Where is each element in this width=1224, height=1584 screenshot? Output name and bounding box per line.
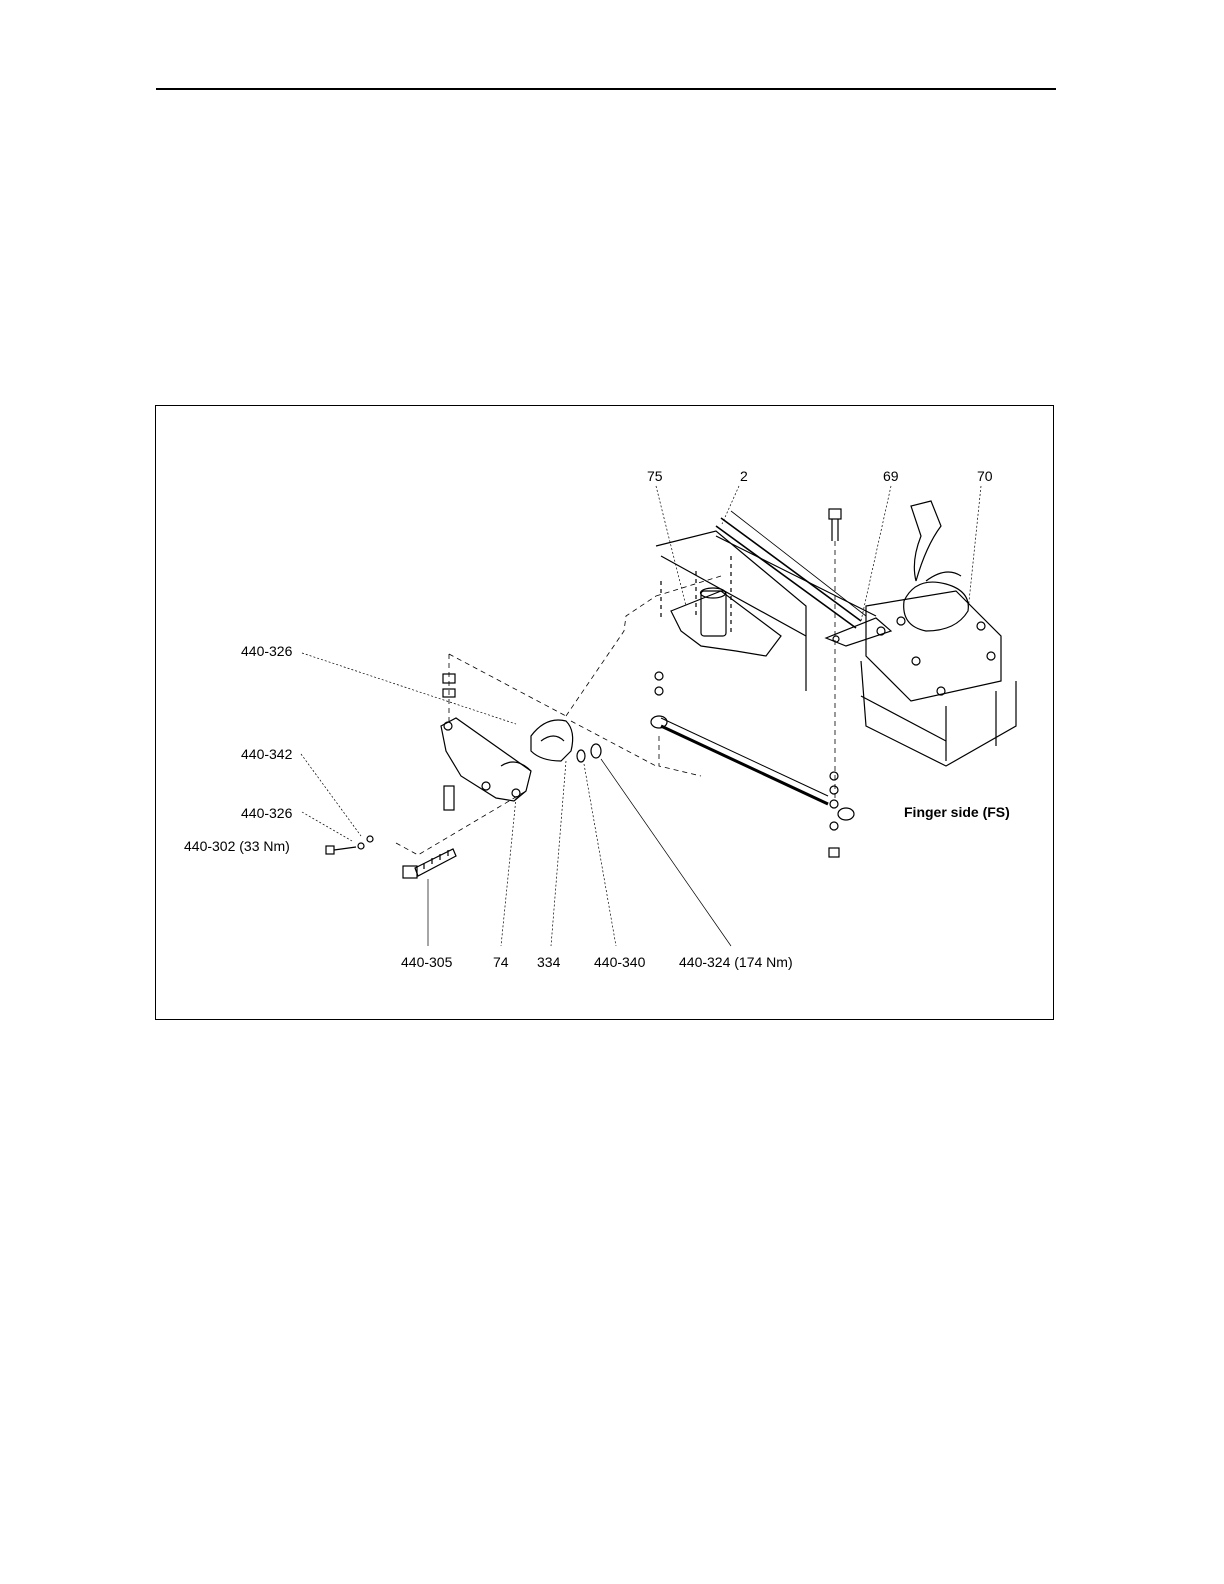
callout-75: 75 [647,468,663,484]
callout-440-326-mid: 440-326 [241,805,292,821]
header-rule [156,88,1056,90]
bolt-69 [829,509,841,801]
clamp-334 [531,720,601,762]
callout-69: 69 [883,468,899,484]
drawbar [651,672,854,857]
bolt-440-305 [326,836,456,878]
rod-2 [716,511,866,628]
assembly-lines [396,576,721,855]
callout-334: 334 [537,954,560,970]
lever-74 [441,654,531,810]
gearbox-70 [826,501,1016,766]
callout-440-305: 440-305 [401,954,452,970]
plate-75 [671,588,781,656]
callout-74: 74 [493,954,509,970]
callout-70: 70 [977,468,993,484]
callout-440-326-top: 440-326 [241,643,292,659]
assembly-drawing [156,406,1055,1021]
callout-440-342: 440-342 [241,746,292,762]
callout-2: 2 [740,468,748,484]
callout-440-340: 440-340 [594,954,645,970]
callout-440-324: 440-324 (174 Nm) [679,954,793,970]
callout-440-302: 440-302 (33 Nm) [184,838,290,854]
exploded-view-figure: 75 2 69 70 440-326 440-342 440-326 440-3… [155,405,1054,1020]
beam [656,531,876,691]
side-caption: Finger side (FS) [904,804,1010,820]
